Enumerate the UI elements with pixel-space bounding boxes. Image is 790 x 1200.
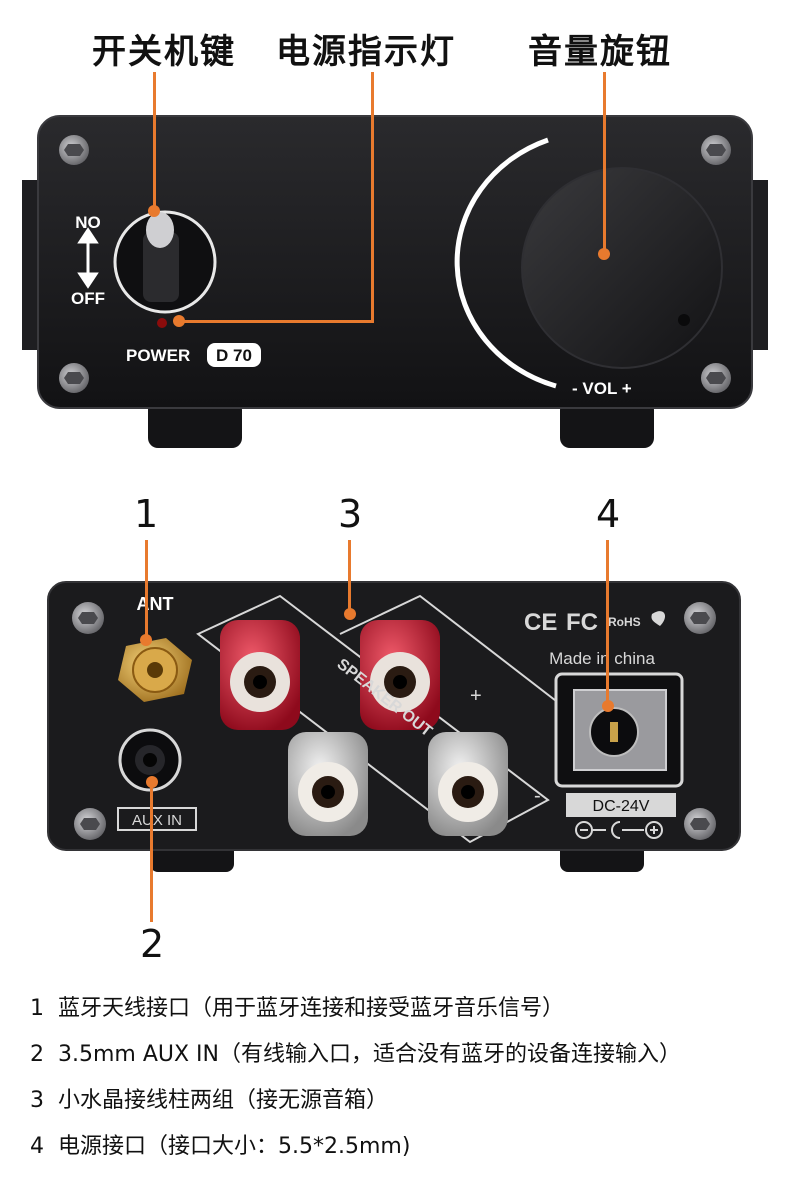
dc-text: DC-24V — [593, 798, 650, 815]
binding-post-clear-left — [288, 732, 368, 836]
front-off-text: OFF — [71, 289, 105, 308]
legend-index: 2 — [30, 1042, 44, 1067]
plus-text: + — [470, 685, 482, 707]
leader-1-dot — [140, 634, 152, 646]
binding-post-red-left — [220, 620, 300, 730]
screw-icon — [72, 602, 716, 840]
binding-post-red-right — [360, 620, 440, 730]
rohs-mark: RoHS — [608, 615, 641, 629]
label-volume: 音量旋钮 — [528, 32, 672, 72]
leader-3-dot — [344, 608, 356, 620]
volume-arc — [454, 137, 557, 389]
legend-index: 4 — [30, 1134, 44, 1159]
vol-text: - VOL + — [572, 379, 632, 398]
legend-text: 小水晶接线柱两组（接无源音箱） — [58, 1088, 389, 1113]
foot-right — [560, 400, 654, 448]
aux-text: AUX IN — [132, 812, 182, 829]
legend-item: 2 3.5mm AUX IN（有线输入口，适合没有蓝牙的设备连接输入） — [30, 1036, 681, 1068]
label-power-led: 电源指示灯 — [276, 32, 456, 72]
ant-text: ANT — [137, 594, 174, 614]
leader-4 — [606, 540, 609, 708]
legend-item: 4 电源接口（接口大小：5.5*2.5mm) — [30, 1128, 410, 1160]
foot-left — [148, 400, 242, 448]
leader-1 — [145, 540, 148, 640]
screw-icon — [59, 135, 731, 393]
leader-led-v — [371, 72, 374, 322]
callout-1: 1 — [134, 492, 159, 536]
label-switch: 开关机键 — [92, 32, 236, 72]
callout-3: 3 — [338, 492, 363, 536]
leader-led-h — [180, 320, 374, 323]
front-on-text: NO — [75, 213, 101, 232]
leader-switch-dot — [148, 205, 160, 217]
power-led-icon — [157, 318, 167, 328]
legend-index: 3 — [30, 1088, 44, 1113]
aux-jack-icon — [118, 728, 182, 792]
power-text: POWER — [126, 346, 190, 365]
leader-switch — [153, 72, 156, 210]
antenna-connector-icon — [118, 638, 192, 702]
rohs-leaf-icon — [651, 611, 666, 626]
legend-item: 1 蓝牙天线接口（用于蓝牙连接和接受蓝牙音乐信号） — [30, 990, 564, 1022]
aux-label-box — [117, 807, 197, 831]
legend-text: 电源接口（接口大小：5.5*2.5mm) — [58, 1134, 411, 1159]
leader-volume — [603, 72, 606, 254]
ce-mark: CE — [524, 609, 557, 636]
leader-3 — [348, 540, 351, 610]
legend-text: 蓝牙天线接口（用于蓝牙连接和接受蓝牙音乐信号） — [58, 996, 565, 1021]
model-text: D 70 — [216, 346, 252, 365]
double-arrow-icon — [77, 227, 99, 289]
leader-led-dot — [173, 315, 185, 327]
dc-label-box — [566, 793, 676, 817]
leader-4-dot — [602, 700, 614, 712]
leader-volume-dot — [598, 248, 610, 260]
speaker-frame — [196, 594, 550, 844]
minus-text: - — [534, 785, 541, 807]
callout-4: 4 — [596, 492, 621, 536]
polarity-icon — [575, 821, 663, 839]
made-in-text: Made in china — [549, 649, 655, 668]
front-amplifier: NO OFF POWER D 70 - VOL + — [22, 115, 768, 448]
model-badge — [207, 343, 261, 367]
volume-knob — [521, 167, 723, 369]
toggle-switch-lever — [143, 232, 179, 302]
legend-index: 1 — [30, 996, 44, 1021]
back-amplifier: ANT AUX IN SPEAKER OUT + - CE FC RoHS Ma… — [47, 581, 741, 872]
binding-post-clear-right — [428, 732, 508, 836]
legend-text: 3.5mm AUX IN（有线输入口，适合没有蓝牙的设备连接输入） — [58, 1042, 682, 1067]
fc-mark: FC — [566, 609, 598, 636]
callout-2: 2 — [140, 922, 165, 966]
leader-2 — [150, 782, 153, 922]
legend-item: 3 小水晶接线柱两组（接无源音箱） — [30, 1082, 388, 1114]
